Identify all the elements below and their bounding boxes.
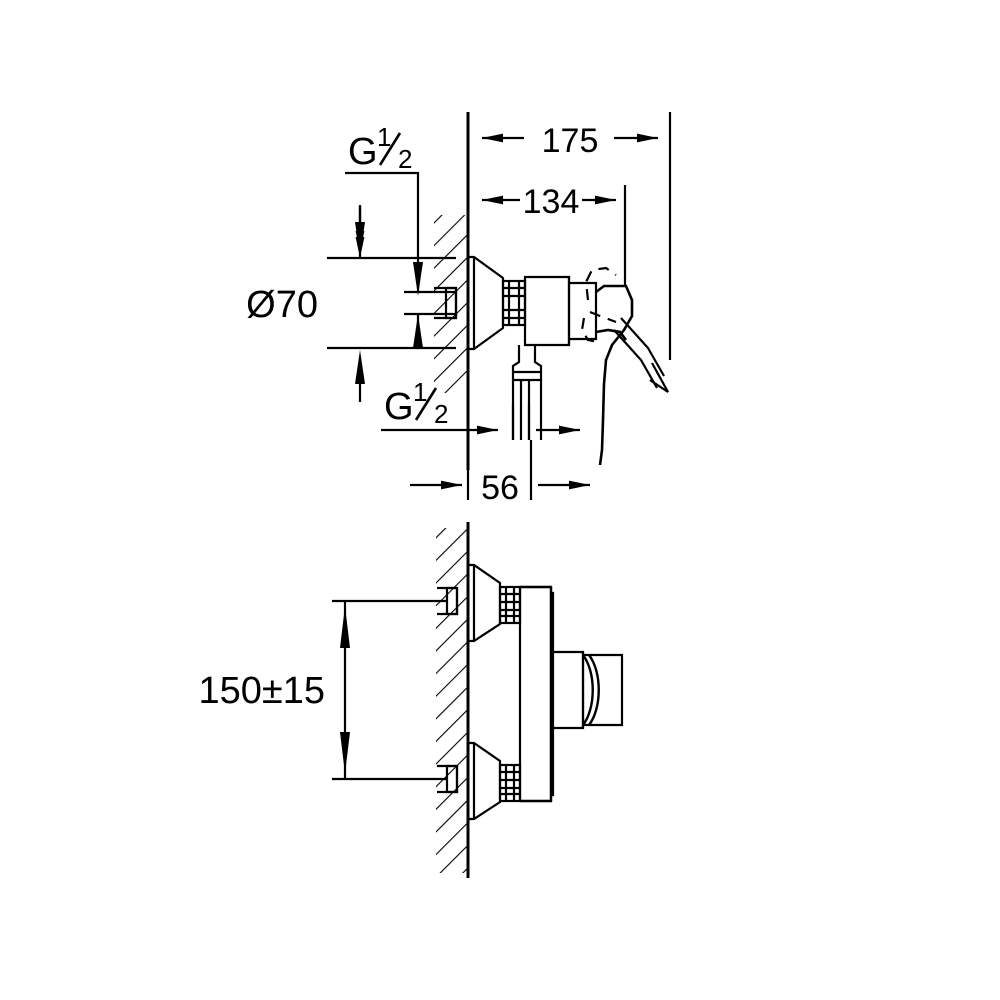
- wall-section-top: [434, 112, 470, 470]
- svg-text:G: G: [384, 386, 414, 428]
- dimension-175-label: 175: [542, 122, 599, 160]
- svg-text:1: 1: [377, 122, 391, 152]
- bottom-view-group: 150±15: [198, 522, 624, 878]
- dimension-134: 134: [482, 183, 627, 285]
- connection-upper-bottom: [437, 563, 522, 643]
- coupling-nut-lower: [498, 763, 522, 803]
- dimension-diameter-70: Ø70: [246, 206, 456, 402]
- dimension-56-label: 56: [481, 469, 519, 507]
- dimension-diameter-70-label: Ø70: [246, 284, 318, 326]
- svg-text:G: G: [348, 131, 378, 173]
- mixer-body-bottom: [518, 585, 555, 803]
- connection-lower-bottom: [437, 741, 522, 821]
- outlet-spigot-bottom: [553, 650, 624, 730]
- dimension-56: 56: [410, 440, 590, 507]
- lever-handle-dashed: [580, 266, 617, 344]
- svg-text:2: 2: [398, 144, 412, 174]
- g-half-lower-label: G 1 2: [384, 377, 448, 429]
- top-view-group: 175 134 G 1 2: [246, 112, 672, 507]
- dimension-150-label: 150±15: [198, 670, 325, 712]
- dimension-g-half-lower: G 1 2: [381, 377, 580, 440]
- dimension-134-label: 134: [523, 183, 580, 221]
- svg-text:2: 2: [434, 399, 448, 429]
- swivel-arc-arrow: [613, 317, 669, 393]
- dimension-175: 175: [466, 112, 672, 360]
- coupling-nut-upper: [498, 585, 522, 625]
- g-half-upper-label: G 1 2: [348, 122, 412, 174]
- svg-text:1: 1: [413, 377, 427, 407]
- wall-section-bottom: [436, 522, 470, 878]
- dimension-150: 150±15: [198, 599, 447, 781]
- mixer-housing-top: [523, 275, 598, 347]
